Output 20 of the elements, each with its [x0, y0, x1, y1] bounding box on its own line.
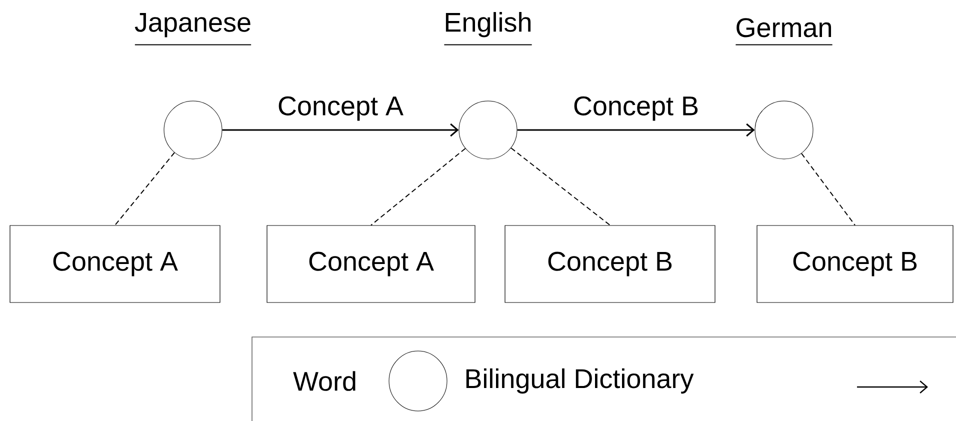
legend-label: Word — [293, 371, 356, 391]
edge-label: Concept B — [572, 95, 700, 122]
concept-box: Concept A — [10, 225, 220, 303]
dashed-line — [801, 152, 856, 226]
legend-label: Bilingual Dictionary — [466, 368, 694, 394]
language-heading: Japanese — [134, 13, 250, 38]
concept-box: Concept B — [756, 225, 954, 303]
concept-box: Concept B — [504, 225, 716, 303]
language-heading: English — [446, 12, 531, 38]
word-circle — [164, 100, 222, 160]
dashed-line — [510, 148, 610, 226]
dashed-line — [114, 152, 175, 226]
dashed-line — [370, 148, 466, 226]
concept-box: Concept A — [266, 225, 476, 303]
edge-label: Concept A — [276, 95, 405, 122]
word-circle — [754, 100, 814, 160]
arrow — [222, 123, 459, 137]
arrow — [517, 123, 755, 137]
language-heading: German — [736, 18, 832, 38]
word-circle — [458, 100, 518, 160]
